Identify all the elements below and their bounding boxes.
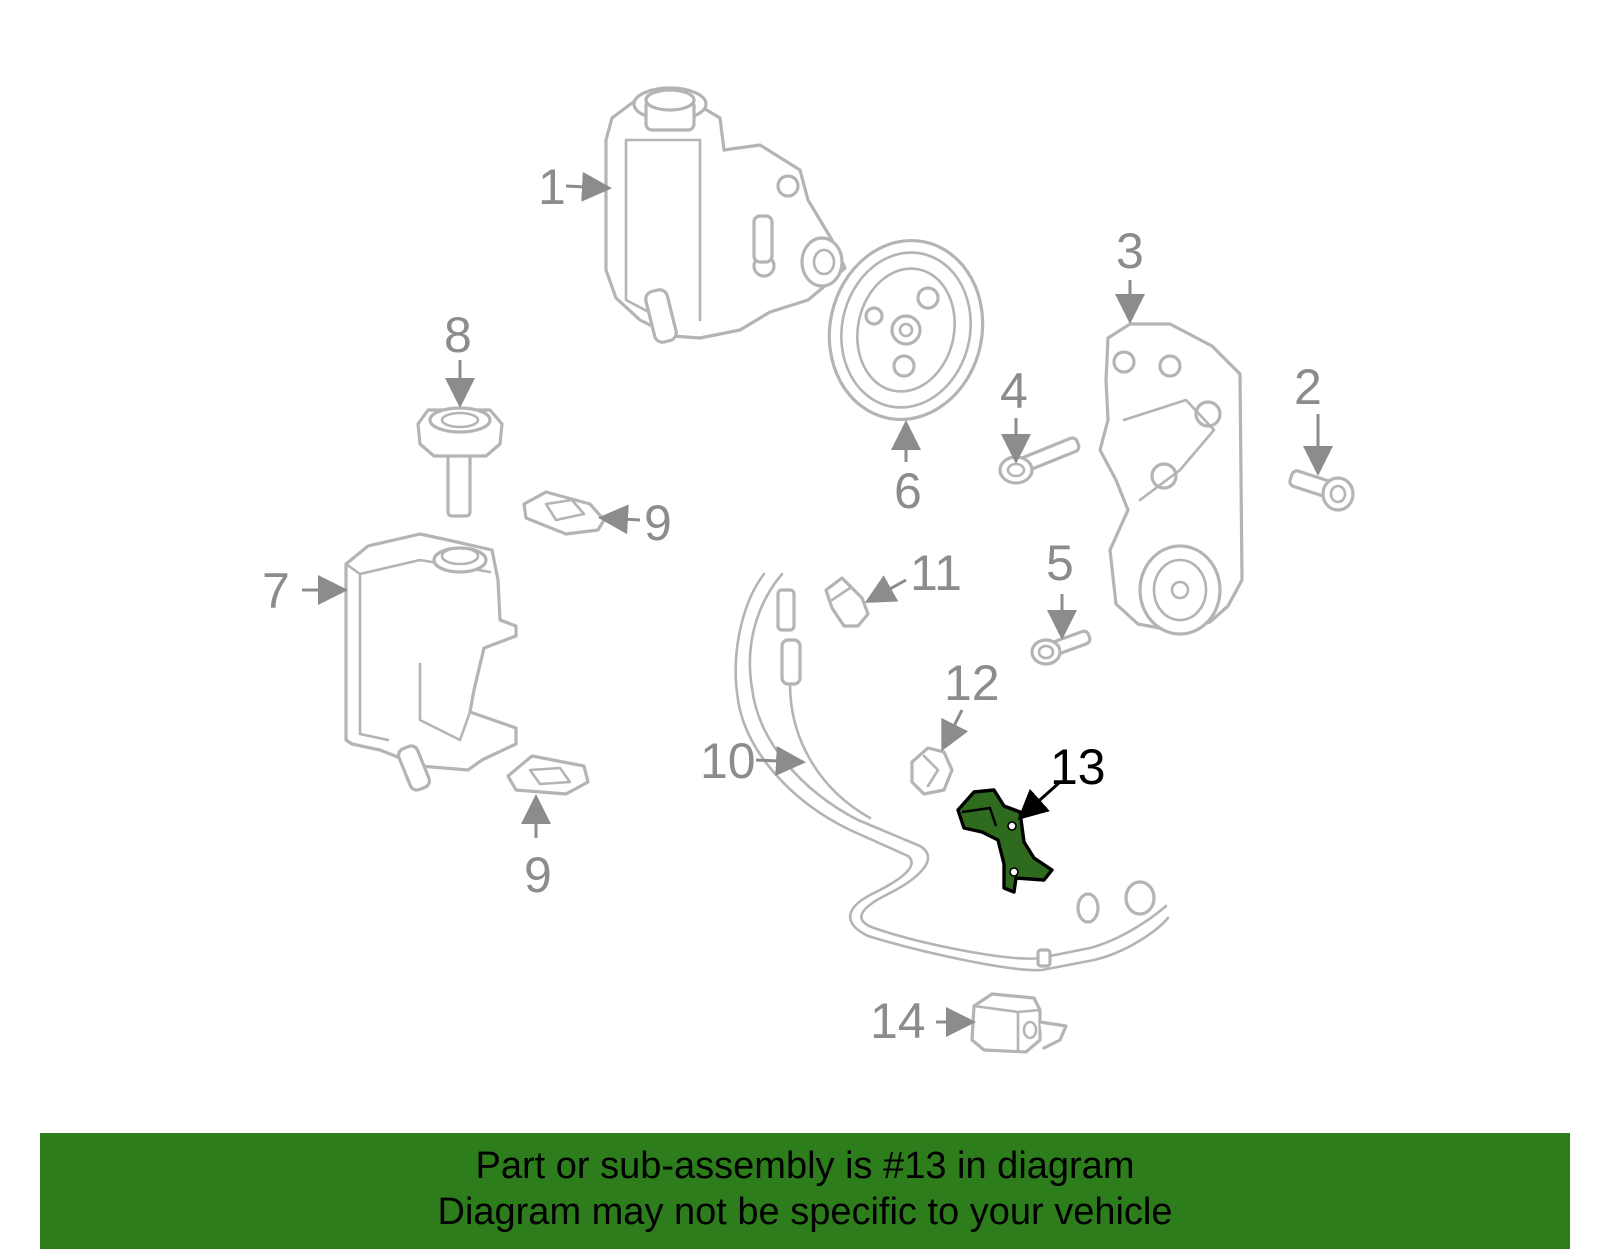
part-5-bolt[interactable] (1030, 629, 1092, 666)
banner-line-2: Diagram may not be specific to your vehi… (437, 1191, 1173, 1233)
callout-5: 5 (1046, 535, 1074, 591)
callout-4: 4 (1000, 363, 1028, 419)
callout-9-lower: 9 (524, 847, 552, 903)
callout-1: 1 (538, 159, 566, 215)
part-9-clip-lower[interactable] (506, 754, 590, 796)
callout-8: 8 (444, 307, 472, 363)
callout-2: 2 (1294, 359, 1322, 415)
leader-10 (755, 745, 806, 776)
callout-11: 11 (910, 545, 962, 601)
part-1-pump[interactable] (604, 86, 847, 344)
callout-9-upper: 9 (644, 495, 672, 551)
info-banner: Part or sub-assembly is #13 in diagram D… (40, 1133, 1570, 1249)
callout-12: 12 (944, 655, 1000, 711)
callout-6: 6 (894, 463, 922, 519)
leader-12 (941, 709, 969, 752)
part-9-clip-upper[interactable] (522, 490, 606, 536)
part-3-bracket[interactable] (1098, 322, 1244, 636)
part-4-bolt[interactable] (998, 436, 1081, 485)
part-6-pulley[interactable] (813, 226, 999, 434)
callout-13: 13 (1050, 739, 1106, 795)
part-8-cap[interactable] (416, 406, 504, 518)
leader-11 (864, 575, 907, 603)
part-2-bolt[interactable] (1288, 469, 1355, 512)
callout-7: 7 (262, 563, 290, 619)
part-12-clamp[interactable] (910, 746, 954, 796)
leader-1 (565, 171, 612, 202)
part-13-bracket-highlighted[interactable] (956, 788, 1054, 894)
part-14-insulator[interactable] (970, 992, 1068, 1054)
part-11-fitting[interactable] (824, 576, 870, 628)
part-10-hose[interactable] (734, 572, 1170, 972)
callout-10: 10 (700, 733, 756, 789)
callout-14: 14 (870, 993, 926, 1049)
banner-line-1: Part or sub-assembly is #13 in diagram (475, 1145, 1135, 1187)
callout-3: 3 (1116, 223, 1144, 279)
leader-13 (1017, 780, 1062, 821)
leader-9-upper (598, 504, 641, 535)
part-7-reservoir[interactable] (344, 532, 518, 792)
